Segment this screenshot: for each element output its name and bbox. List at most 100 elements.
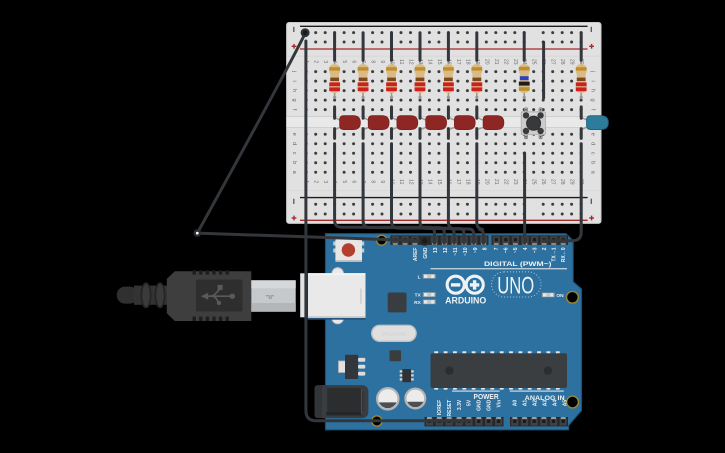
svg-text:14: 14 [426,59,432,65]
svg-text:4: 4 [523,247,529,250]
svg-text:18: 18 [464,59,470,65]
svg-text:SPK16.000G: SPK16.000G [381,332,407,337]
svg-text:23: 23 [512,59,518,65]
svg-text:b: b [291,161,297,164]
svg-text:~9: ~9 [473,247,479,253]
svg-text:~11: ~11 [453,247,459,255]
svg-text:3: 3 [322,180,328,183]
svg-text:28: 28 [559,179,565,185]
svg-text:22: 22 [502,59,508,65]
svg-text:c: c [291,152,297,155]
svg-text:A3: A3 [543,400,549,407]
svg-text:ARDUINO: ARDUINO [445,296,486,306]
svg-text:f: f [291,109,297,111]
svg-text:2: 2 [313,60,319,63]
svg-text:8: 8 [370,180,376,183]
svg-text:2: 2 [313,180,319,183]
svg-text:b: b [589,161,595,164]
svg-text:TX→1: TX→1 [552,247,558,261]
svg-text:IOREF: IOREF [437,400,443,415]
svg-text:POWER: POWER [474,394,499,401]
svg-text:g: g [589,99,595,102]
svg-text:A5: A5 [562,400,568,407]
svg-text:e: e [589,133,595,136]
svg-text:ANALOG IN: ANALOG IN [525,395,565,402]
svg-text:A1: A1 [523,400,529,407]
svg-text:26: 26 [540,179,546,185]
svg-text:6: 6 [351,60,357,63]
svg-text:15: 15 [436,179,442,185]
svg-text:DIGITAL (PWM~): DIGITAL (PWM~) [484,261,552,268]
svg-text:25: 25 [531,59,537,65]
svg-text:a: a [291,171,297,175]
svg-text:h: h [291,89,297,92]
svg-text:14: 14 [426,179,432,185]
svg-text:A2: A2 [533,400,539,407]
svg-text:TX: TX [415,293,422,299]
svg-text:L: L [418,274,421,280]
svg-text:6: 6 [351,180,357,183]
svg-text:17: 17 [455,179,461,185]
svg-text:8: 8 [370,60,376,63]
svg-text:d: d [589,142,595,145]
svg-text:18: 18 [464,179,470,185]
svg-text:15: 15 [436,59,442,65]
svg-text:Vin: Vin [496,400,502,408]
svg-text:25: 25 [531,179,537,185]
svg-text:RX←0: RX←0 [561,247,567,262]
svg-text:~5: ~5 [513,247,519,253]
svg-text:d: d [291,142,297,145]
svg-text:12: 12 [408,59,414,65]
svg-text:ON: ON [556,293,564,299]
svg-text:e: e [291,133,297,136]
svg-text:A0: A0 [513,400,519,407]
svg-text:~10: ~10 [463,247,469,256]
svg-text:GND: GND [477,399,483,411]
svg-text:7: 7 [494,247,500,250]
svg-text:12: 12 [408,179,414,185]
svg-text:28: 28 [559,59,565,65]
svg-text:3.3V: 3.3V [457,399,463,410]
svg-text:27: 27 [550,179,556,185]
svg-text:f: f [589,109,595,111]
svg-text:27: 27 [550,59,556,65]
svg-text:11: 11 [398,179,404,184]
svg-text:AREF: AREF [413,248,419,262]
svg-text:23: 23 [512,179,518,185]
svg-text:A4: A4 [552,400,558,407]
svg-text:12: 12 [443,247,449,253]
svg-text:g: g [291,99,297,102]
svg-text:5: 5 [341,180,347,183]
svg-text:a: a [589,171,595,175]
svg-text:21: 21 [493,179,499,185]
svg-text:~6: ~6 [504,247,510,253]
svg-text:9: 9 [379,180,385,183]
svg-text:RX: RX [414,300,421,306]
svg-text:i: i [291,80,297,81]
svg-text:i: i [589,80,595,81]
svg-text:j: j [291,70,297,72]
svg-text:21: 21 [493,59,499,65]
svg-text:GND: GND [423,247,429,259]
svg-text:17: 17 [455,59,461,65]
svg-text:8: 8 [482,247,488,250]
svg-text:5V: 5V [467,399,473,406]
svg-text:2: 2 [542,247,548,250]
svg-text:UNO: UNO [497,272,534,299]
svg-text:20: 20 [483,179,489,185]
svg-text:29: 29 [569,179,575,185]
svg-text:13: 13 [433,247,439,253]
svg-text:11: 11 [398,59,404,64]
svg-text:5: 5 [341,60,347,63]
svg-text:GND: GND [487,399,493,411]
svg-text:3: 3 [322,60,328,63]
svg-text:c: c [589,152,595,155]
svg-text:20: 20 [483,59,489,65]
svg-text:29: 29 [569,59,575,65]
svg-text:h: h [589,89,595,92]
svg-text:22: 22 [502,179,508,185]
svg-text:j: j [589,70,595,72]
svg-text:RESET: RESET [447,400,453,417]
svg-text:9: 9 [379,60,385,63]
svg-text:~3: ~3 [532,247,538,253]
